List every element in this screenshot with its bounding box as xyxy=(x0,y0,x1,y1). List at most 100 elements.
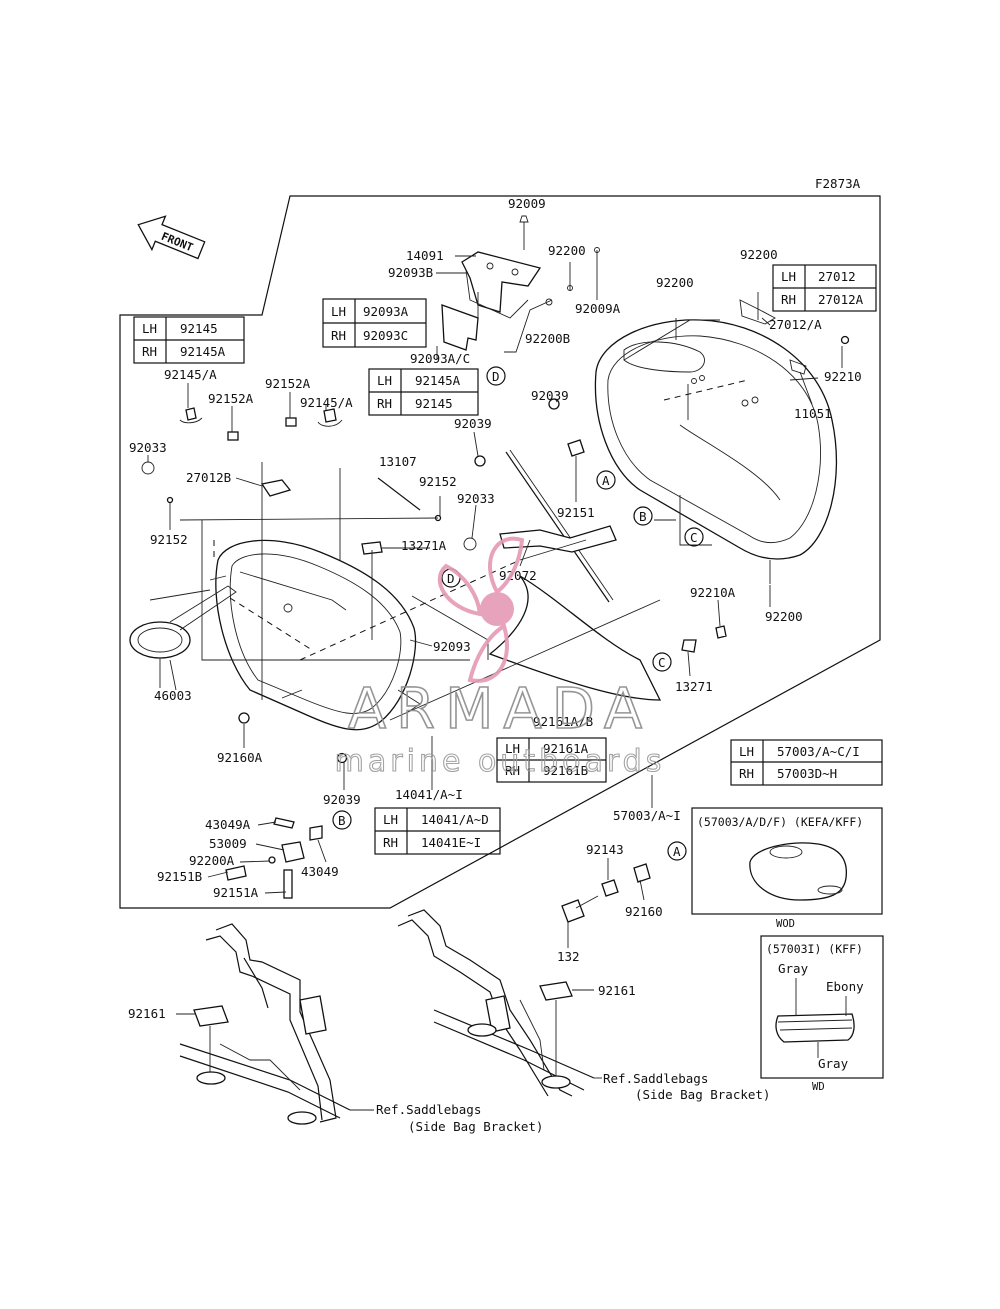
svg-text:RH: RH xyxy=(383,835,398,850)
callout-43049: 43049 xyxy=(301,864,339,879)
callout-43049A: 43049A xyxy=(205,817,251,832)
callout-92200A: 92200A xyxy=(189,853,235,868)
callout-92151B: 92151B xyxy=(157,869,202,884)
figure-code: F2873A xyxy=(815,176,861,191)
callout-labels: 92009 14091 92093B 92200 92009A 92200B 9… xyxy=(128,196,862,1134)
inset-wod-footer: WOD xyxy=(776,918,795,930)
svg-text:RH: RH xyxy=(781,292,796,307)
watermark-tagline: marine outboards xyxy=(335,744,666,779)
callout-92152A-2: 92152A xyxy=(265,376,311,391)
callout-14091: 14091 xyxy=(406,248,444,263)
callout-92143: 92143 xyxy=(586,842,624,857)
callout-57003: 57003/A~I xyxy=(613,808,681,823)
callout-92093B: 92093B xyxy=(388,265,433,280)
callout-92145A-2: 92145/A xyxy=(300,395,353,410)
front-arrow: FRONT xyxy=(137,215,206,260)
callout-92145A-1: 92145/A xyxy=(164,367,217,382)
callout-92200-a: 92200 xyxy=(548,243,586,258)
hardware-bottom-left xyxy=(225,689,348,899)
ref-left-line2: (Side Bag Bracket) xyxy=(408,1119,543,1134)
svg-text:RH: RH xyxy=(739,766,754,781)
svg-text:92145A: 92145A xyxy=(180,344,226,359)
svg-text:92093A: 92093A xyxy=(363,304,409,319)
screw-parts-top xyxy=(545,247,600,306)
callout-92200B: 92200B xyxy=(525,331,570,346)
inset-wd-footer: WD xyxy=(812,1081,825,1093)
callout-13271A: 13271A xyxy=(401,538,447,553)
callout-92152A-1: 92152A xyxy=(208,391,254,406)
marker-C-2: C xyxy=(658,655,666,670)
svg-text:LH: LH xyxy=(377,373,392,388)
callout-46003: 46003 xyxy=(154,688,192,703)
svg-text:RH: RH xyxy=(142,344,157,359)
callout-13107: 13107 xyxy=(379,454,417,469)
ref-left-line1: Ref.Saddlebags xyxy=(376,1102,481,1117)
callout-11051: 11051 xyxy=(794,406,832,421)
svg-text:LH: LH xyxy=(505,741,520,756)
inset-wd-ebony: Ebony xyxy=(826,979,864,994)
letter-markers: A B C D D C B A xyxy=(332,366,704,861)
callout-92161-2: 92161 xyxy=(598,983,636,998)
callout-92160: 92160 xyxy=(625,904,663,919)
propeller-logo xyxy=(437,536,525,683)
marker-C-1: C xyxy=(690,530,698,545)
svg-text:RH: RH xyxy=(331,328,346,343)
callout-92039-1: 92039 xyxy=(531,388,569,403)
svg-text:92145: 92145 xyxy=(415,396,453,411)
svg-text:14041/A~D: 14041/A~D xyxy=(421,812,489,827)
callout-92210: 92210 xyxy=(824,369,862,384)
callout-92009: 92009 xyxy=(508,196,546,211)
callout-92039-3: 92039 xyxy=(323,792,361,807)
callout-92033-2: 92033 xyxy=(457,491,495,506)
svg-text:LH: LH xyxy=(739,744,754,759)
svg-text:LH: LH xyxy=(781,269,796,284)
callout-92151: 92151 xyxy=(557,505,595,520)
table-27012: LH 27012 RH 27012A xyxy=(772,264,877,312)
left-side-bag-bracket xyxy=(179,923,374,1125)
callout-92152-1: 92152 xyxy=(150,532,188,547)
hardware-middle-right xyxy=(561,625,727,923)
svg-text:27012: 27012 xyxy=(818,269,856,284)
svg-text:57003D~H: 57003D~H xyxy=(777,766,837,781)
ref-right-line1: Ref.Saddlebags xyxy=(603,1071,708,1086)
hinge-clips-left xyxy=(141,407,477,555)
ref-right-line2: (Side Bag Bracket) xyxy=(635,1087,770,1102)
callout-132: 132 xyxy=(557,949,580,964)
callout-92210A: 92210A xyxy=(690,585,736,600)
marker-D-1: D xyxy=(492,369,500,384)
table-57003: LH 57003/A~C/I RH 57003D~H xyxy=(730,739,883,786)
inset-wd-gray-bottom: Gray xyxy=(818,1056,849,1071)
svg-text:LH: LH xyxy=(383,812,398,827)
callout-92152-2: 92152 xyxy=(419,474,457,489)
svg-text:LH: LH xyxy=(331,304,346,319)
assembly-boundary xyxy=(119,195,881,909)
svg-text:27012A: 27012A xyxy=(818,292,864,307)
marker-B-1: B xyxy=(639,509,647,524)
callout-27012A-slash: 27012/A xyxy=(769,317,822,332)
latch-46003-part xyxy=(129,585,237,688)
inset-wod-caption: (57003/A/D/F) (KEFA/KFF) xyxy=(697,815,863,829)
callout-92200-b: 92200 xyxy=(656,275,694,290)
right-saddlebag-shell xyxy=(594,292,850,560)
marker-B-2: B xyxy=(338,813,346,828)
watermark: ARMADA marine outboards xyxy=(334,536,666,780)
watermark-brand: ARMADA xyxy=(348,677,652,742)
latch-bracket-part xyxy=(441,215,542,351)
svg-text:RH: RH xyxy=(505,763,520,778)
callout-27012B: 27012B xyxy=(186,470,231,485)
svg-text:92093C: 92093C xyxy=(363,328,408,343)
left-saddlebag-lid xyxy=(209,539,421,731)
table-14041: LH 14041/A~D RH 14041E~I xyxy=(374,807,501,855)
svg-text:LH: LH xyxy=(142,321,157,336)
table-92093: LH 92093A RH 92093C xyxy=(322,298,427,348)
table-92161: LH 92161A RH 92161B xyxy=(496,737,607,783)
callout-92093AC: 92093A/C xyxy=(410,351,470,366)
callout-92200-d: 92200 xyxy=(765,609,803,624)
callout-92151A: 92151A xyxy=(213,885,259,900)
svg-text:92161A: 92161A xyxy=(543,741,589,756)
callout-92009A: 92009A xyxy=(575,301,621,316)
inset-wd-gray-top: Gray xyxy=(778,961,809,976)
inset-wd-caption: (57003I) (KFF) xyxy=(766,942,863,956)
callout-92039-2: 92039 xyxy=(454,416,492,431)
